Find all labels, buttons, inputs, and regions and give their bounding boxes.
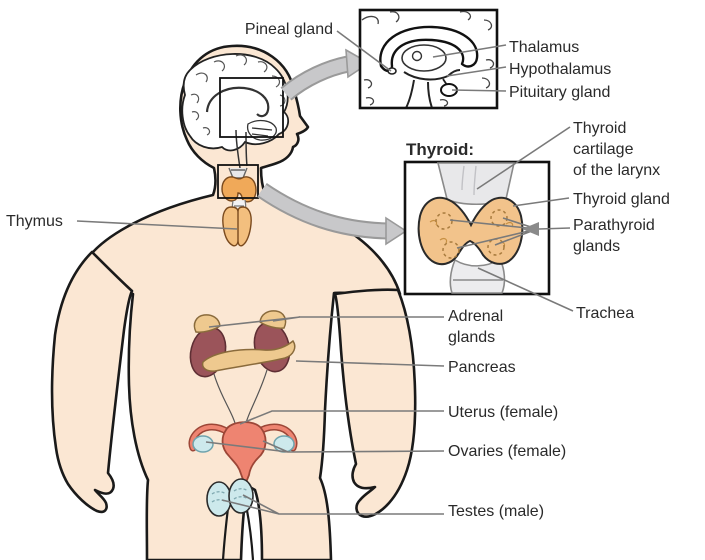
leader-pancreas [295, 360, 445, 367]
parathyroid-lower-left [442, 241, 460, 259]
inset-corpus-callosum [379, 25, 479, 73]
leader-parathyroid-fan [449, 217, 571, 249]
uterus-organ [221, 421, 267, 488]
inset-thalamus-dot [411, 50, 423, 62]
inset-thalamus-region [401, 44, 447, 72]
left-testis [206, 481, 232, 517]
label-pancreas: Pancreas [448, 359, 516, 376]
label-adrenal-glands: Adrenal glands [448, 308, 504, 346]
left-ovary [192, 435, 214, 453]
thymus-organ [222, 206, 252, 247]
label-parathyroid-glands: Parathyroid glands [573, 217, 655, 255]
leader-thymus [76, 220, 238, 230]
abdominal-organs [189, 310, 296, 431]
leader-pineal [336, 30, 392, 72]
label-hypothalamus: Hypothalamus [509, 61, 612, 78]
inset-cartilage-ridge [461, 165, 477, 196]
inset-gyri [361, 11, 495, 107]
left-arm [50, 250, 134, 514]
label-ovaries-female: Ovaries (female) [448, 443, 567, 460]
thyroid-inset-heading: Thyroid: [406, 140, 474, 159]
leader-ovaries [205, 440, 445, 453]
label-pineal-gland: Pineal gland [244, 21, 333, 38]
label-pituitary-gland: Pituitary gland [509, 84, 611, 101]
corpus-callosum [205, 86, 270, 118]
brain-zoom-rect [219, 77, 284, 138]
brain-arrow-shaft-fill [281, 57, 350, 100]
label-trachea: Trachea [576, 305, 635, 322]
thyroid-arrow-shaft-fill [258, 184, 389, 238]
body-torso-outline [86, 44, 402, 560]
neck-zoom-rect [217, 164, 259, 199]
pancreas-organ [201, 339, 296, 372]
brain-gyri [190, 54, 286, 136]
neck-organs [217, 164, 259, 247]
inset-trachea [449, 257, 506, 294]
brain-in-head [181, 53, 290, 169]
label-thymus: Thymus [6, 213, 63, 230]
label-thyroid-gland: Thyroid gland [573, 191, 670, 208]
inset-thyroid-texture [429, 219, 514, 248]
thyroid-arrow-head [385, 216, 408, 246]
zoom-arrows [257, 48, 408, 246]
brain-arrow-head [345, 48, 371, 79]
epididymis-lines [211, 488, 249, 503]
right-testis [228, 478, 254, 514]
larynx-small [228, 167, 248, 179]
leader-uterus [239, 410, 444, 425]
label-testes-male: Testes (male) [448, 503, 545, 520]
parathyroid-upper-right [490, 209, 508, 227]
left-adrenal-gland [193, 314, 221, 333]
label-uterus-female: Uterus (female) [448, 404, 559, 421]
brain-inset [358, 8, 499, 110]
leader-lines [76, 30, 574, 515]
inset-thyroid-gland [417, 196, 524, 266]
thyroid-inset [403, 160, 551, 296]
parathyroid-fan-arrowhead [522, 222, 539, 236]
leader-thyroid-gland [512, 197, 570, 207]
leader-trachea [477, 267, 574, 312]
leader-thalamus [432, 44, 507, 58]
label-thyroid-cartilage: Thyroid cartilage of the larynx [573, 120, 661, 179]
right-arm [333, 288, 417, 518]
leader-thyroid-cartilage [476, 126, 571, 190]
leader-pituitary [451, 89, 507, 92]
pelvic-organs [188, 421, 298, 517]
label-thalamus: Thalamus [509, 39, 580, 56]
leader-hypothalamus [446, 66, 507, 77]
leader-adrenal [208, 316, 444, 328]
body-figure [50, 44, 417, 560]
leader-testes [221, 494, 444, 515]
